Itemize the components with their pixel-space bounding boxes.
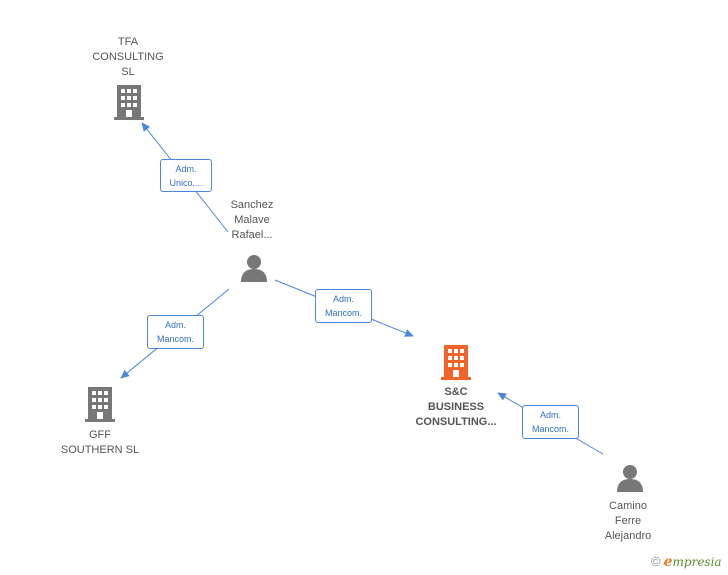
node-label-tfa[interactable]: TFA CONSULTING SL xyxy=(92,36,164,78)
building-icon[interactable] xyxy=(113,84,145,120)
empresia-logo: ©empresia xyxy=(651,554,722,570)
edge-label-camino-sc[interactable]: Adm. Mancom. xyxy=(522,405,579,439)
edge-label-sanchez-gff[interactable]: Adm. Mancom. xyxy=(147,315,204,349)
node-label-camino[interactable]: Camino Ferre Alejandro xyxy=(604,500,652,542)
building-icon-focus[interactable] xyxy=(440,344,472,380)
node-label-sanchez[interactable]: Sanchez Malave Rafael... xyxy=(230,199,274,241)
person-icon[interactable] xyxy=(615,463,645,493)
node-label-sc[interactable]: S&C BUSINESS CONSULTING... xyxy=(415,386,497,428)
person-icon[interactable] xyxy=(239,253,269,283)
edge-label-sanchez-sc[interactable]: Adm. Mancom. xyxy=(315,289,372,323)
copyright-icon: © xyxy=(651,554,661,569)
edge-label-sanchez-tfa[interactable]: Adm. Unico,... xyxy=(160,159,212,192)
node-label-gff[interactable]: GFF SOUTHERN SL xyxy=(60,429,140,456)
building-icon[interactable] xyxy=(84,386,116,422)
